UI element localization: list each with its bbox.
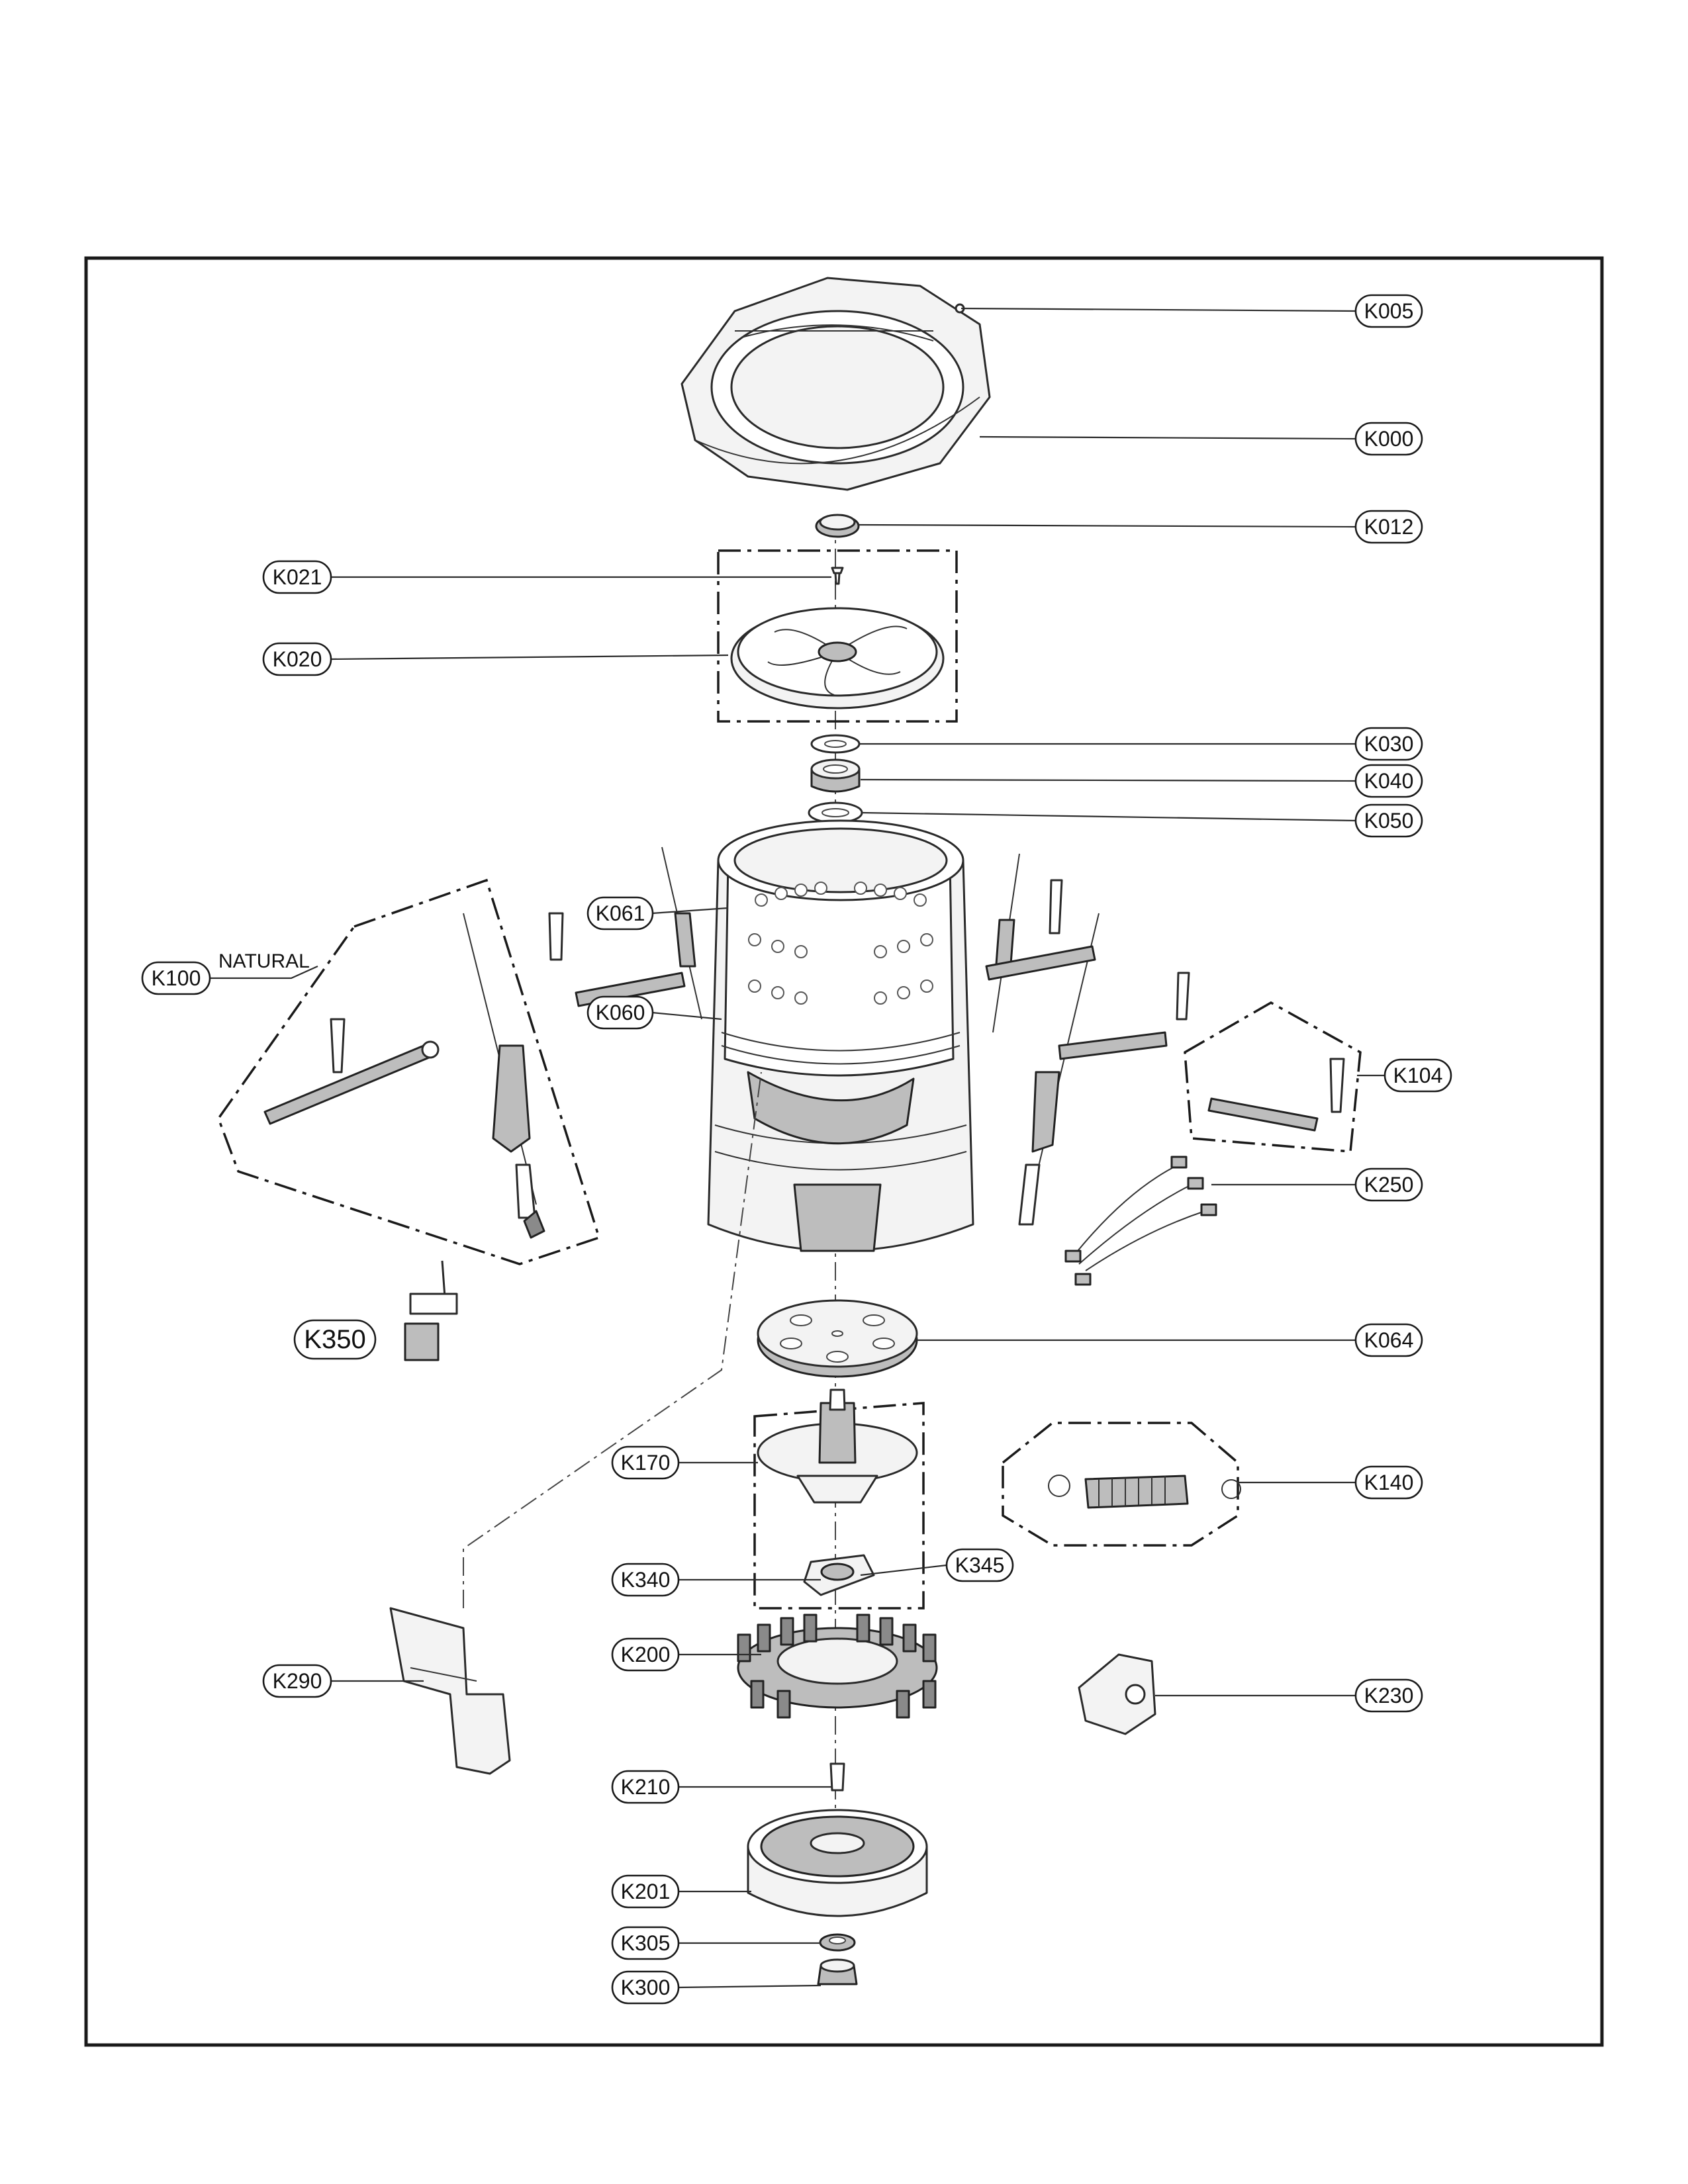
- callout-K300: K300: [611, 1970, 680, 2005]
- motor-k230-part: [1078, 1653, 1156, 1735]
- callout-label: K021: [273, 565, 322, 589]
- callout-label: K000: [1364, 427, 1414, 451]
- washer-k030-part: [810, 734, 861, 754]
- callout-label: K060: [596, 1001, 645, 1024]
- callout-K305: K305: [611, 1926, 680, 1960]
- callout-label: K170: [621, 1451, 671, 1475]
- callout-K000: K000: [1354, 422, 1423, 456]
- callout-K100: K100: [141, 961, 211, 995]
- wire-harness-part: [1064, 1156, 1217, 1286]
- suspension-group-left-outline: [217, 878, 601, 1265]
- callout-K050: K050: [1354, 803, 1423, 838]
- pulsator-group-outline: [717, 549, 958, 723]
- callout-label: K061: [596, 901, 645, 925]
- seal-k050-part: [808, 801, 863, 824]
- tub-cover-part: [680, 277, 991, 491]
- natural-label: NATURAL: [218, 950, 310, 972]
- callout-K340: K340: [611, 1563, 680, 1597]
- hose-group-outline: [1002, 1422, 1239, 1547]
- cap-k012-part: [815, 514, 860, 538]
- hub-plate-part: [757, 1299, 918, 1378]
- callout-label: K340: [621, 1568, 671, 1592]
- callout-K104: K104: [1383, 1058, 1452, 1093]
- callout-K040: K040: [1354, 764, 1423, 798]
- callout-label: K350: [304, 1325, 365, 1354]
- guide-line-k290: [463, 1071, 762, 1608]
- callout-label: K250: [1364, 1173, 1414, 1197]
- callout-K230: K230: [1354, 1678, 1423, 1713]
- callout-K250: K250: [1354, 1167, 1423, 1202]
- callout-label: K305: [621, 1931, 671, 1955]
- hub-k040-part: [810, 758, 861, 793]
- callout-label: K200: [621, 1643, 671, 1666]
- callout-K030: K030: [1354, 727, 1423, 761]
- damper-left-part: [263, 1040, 440, 1125]
- callout-K012: K012: [1354, 510, 1423, 544]
- damper-group-right-outline: [1184, 1001, 1362, 1153]
- rotor-part: [747, 1809, 928, 1917]
- callout-label: K012: [1364, 515, 1414, 539]
- callout-label: K104: [1393, 1064, 1443, 1087]
- callout-label: K005: [1364, 299, 1414, 323]
- pin-left-part: [330, 1018, 346, 1073]
- nut-k300-part: [817, 1958, 858, 1985]
- bearing-housing-part: [757, 1388, 918, 1504]
- callout-K021: K021: [262, 560, 332, 594]
- callout-K170: K170: [611, 1445, 680, 1480]
- damper-right-part: [1207, 1058, 1345, 1132]
- bearing-group-outline: [753, 1402, 925, 1610]
- callout-K005: K005: [1354, 294, 1423, 328]
- screw-k021-part: [831, 567, 844, 585]
- callout-label: K300: [621, 1976, 671, 1999]
- callout-label: K345: [955, 1553, 1005, 1577]
- leader-lines: [211, 307, 1387, 1989]
- diagram-frame: [84, 256, 1604, 2047]
- callout-K060: K060: [586, 995, 654, 1030]
- callout-label: K210: [621, 1775, 671, 1799]
- callout-K350: K350: [293, 1319, 377, 1360]
- callout-label: K030: [1364, 732, 1414, 756]
- callout-K064: K064: [1354, 1323, 1423, 1357]
- bolt-k210-part: [829, 1762, 845, 1792]
- callout-K201: K201: [611, 1874, 680, 1909]
- callout-K140: K140: [1354, 1465, 1423, 1500]
- callout-K200: K200: [611, 1637, 680, 1672]
- suspension-rod-left-part: [463, 913, 545, 1239]
- suspension-rod-right-part: [985, 853, 1190, 1226]
- drain-hose-part: [1048, 1475, 1241, 1509]
- callout-label: K040: [1364, 769, 1414, 793]
- sensor-k350-part: [404, 1260, 458, 1361]
- callout-label: K050: [1364, 809, 1414, 833]
- callout-K345: K345: [945, 1548, 1014, 1582]
- callout-K290: K290: [262, 1664, 332, 1698]
- callout-label: K230: [1364, 1684, 1414, 1707]
- pulsator-part: [730, 607, 945, 709]
- callout-K210: K210: [611, 1770, 680, 1804]
- stator-part: [737, 1614, 938, 1719]
- callout-label: K020: [273, 647, 322, 671]
- callout-label: K064: [1364, 1328, 1414, 1352]
- callout-label: K100: [152, 966, 201, 990]
- callout-K061: K061: [586, 896, 654, 931]
- callout-label: K140: [1364, 1471, 1414, 1494]
- brake-part: [803, 1554, 875, 1596]
- callout-label: K290: [273, 1669, 322, 1693]
- callout-K020: K020: [262, 642, 332, 676]
- bracket-k290-part: [389, 1607, 511, 1775]
- washer-k305-part: [819, 1933, 856, 1952]
- suspension-rod-upper-left-part: [548, 846, 702, 1020]
- wash-tub-part: [707, 819, 974, 1252]
- callout-label: K201: [621, 1880, 671, 1903]
